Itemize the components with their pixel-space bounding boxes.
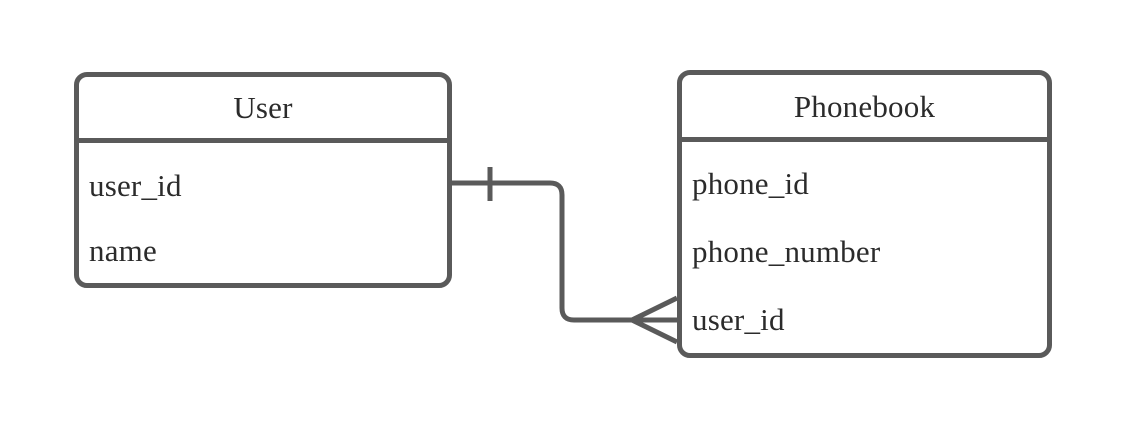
attribute-row[interactable]: user_id (89, 168, 182, 203)
attribute-row[interactable]: phone_id (692, 166, 809, 202)
relationship-connector-user-phonebook[interactable] (452, 180, 677, 323)
entity-box-user[interactable]: User user_id name (74, 72, 452, 288)
attribute-row[interactable]: user_id (692, 301, 785, 337)
attribute-list-user: user_id name (79, 143, 447, 283)
attribute-list-phonebook: phone_id phone_number user_id (682, 142, 1047, 353)
crows-foot-many-symbol (630, 295, 679, 345)
attribute-row[interactable]: phone_number (692, 234, 881, 269)
entity-box-phonebook[interactable]: Phonebook phone_id phone_number user_id (677, 70, 1052, 358)
entity-title-phonebook: Phonebook (682, 75, 1047, 142)
attribute-row[interactable]: name (89, 233, 157, 268)
entity-title-user: User (79, 77, 447, 143)
